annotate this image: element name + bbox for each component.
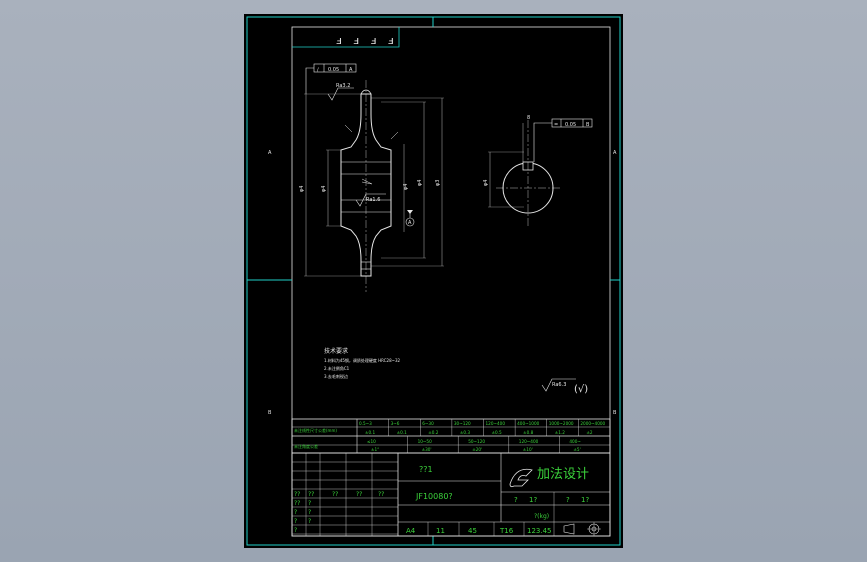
- weld-symbols: ⅎ ⅎ ⅎ ⅎ: [336, 34, 398, 47]
- title-grid-mark: ??: [332, 491, 338, 498]
- sheet-size: A4: [406, 527, 416, 535]
- notes-title: 技术要求: [324, 347, 348, 355]
- scale-mark-1: ?: [514, 496, 518, 504]
- dim-label-3: φ4: [403, 184, 409, 190]
- part-name: ??1: [419, 465, 433, 474]
- tol-row1-range: 1000~2000: [549, 421, 574, 426]
- datum-a-marker: [405, 217, 415, 227]
- tol-row1-label: 未注线性尺寸公差(mm): [294, 427, 337, 433]
- tol-row1-range: 2000~4000: [580, 421, 605, 426]
- weight-label: ?(kg): [534, 513, 549, 520]
- title-grid-mark: ?: [294, 509, 297, 516]
- logo-icon: [509, 468, 533, 488]
- dim-label-5: φ3: [435, 180, 441, 186]
- projection-symbol: [563, 523, 575, 535]
- tolerance-value-left: 0.05: [328, 67, 339, 73]
- notes-line-2: 2.未注倒角C1: [324, 365, 350, 371]
- tol-row1-value: ±0.3: [460, 430, 471, 435]
- inner-frame: [291, 26, 611, 537]
- part-outline: [340, 93, 392, 277]
- tol-row2-value: ±1°: [371, 447, 379, 452]
- tolerance-value-right: 0.05: [565, 122, 576, 128]
- logo-text: 加法设计: [537, 467, 589, 482]
- tolerance-table: 未注线性尺寸公差(mm) 未注角度公差 0.5~3 ±0.1 3~6 ±0.1 6~30…: [291, 418, 611, 454]
- tol-row2-range: ≤10: [367, 439, 376, 444]
- dim-label-6: φ4: [483, 180, 489, 186]
- title-block: ?????????????????? ??1 JF10080? 加法设计 ? 1…: [291, 452, 611, 537]
- tol-row1-value: ±1.2: [555, 430, 566, 435]
- drawing-number: JF10080?: [415, 492, 453, 501]
- drawing-sheet: A A B B ⅎ ⅎ ⅎ ⅎ ∕ 0.05 A Ra3.2: [244, 14, 623, 548]
- scale-mark-2: 1?: [529, 496, 537, 504]
- bottom-cell-5: 123.45: [527, 527, 552, 535]
- title-grid-mark: ?: [308, 518, 311, 525]
- tol-row1-range: 6~30: [422, 421, 434, 426]
- roughness-general-label: Ra6.3: [552, 382, 566, 388]
- scale-mark-4: 1?: [581, 496, 589, 504]
- tolerance-datum-right: B: [586, 122, 590, 128]
- title-grid-mark: ??: [294, 491, 300, 498]
- tol-row2-label: 未注角度公差: [294, 443, 318, 449]
- tol-row1-range: 400~1000: [517, 421, 539, 426]
- tol-row2-range: 120~400: [519, 439, 539, 444]
- title-grid-mark: ??: [294, 500, 300, 507]
- tol-row2-range: 50~120: [468, 439, 485, 444]
- title-grid-mark: ?: [294, 518, 297, 525]
- drawing-canvas: A A B B ⅎ ⅎ ⅎ ⅎ ∕ 0.05 A Ra3.2: [246, 16, 621, 546]
- bottom-cell-3: 45: [468, 527, 477, 535]
- dim-label-1: φ4: [299, 186, 305, 192]
- tol-row2-value: ±20': [472, 447, 482, 452]
- outer-frame: [246, 16, 621, 546]
- scale-mark-3: ?: [566, 496, 570, 504]
- tol-row2-value: ±30': [422, 447, 432, 452]
- roughness-mid-label: Ra1.6: [366, 197, 380, 203]
- title-grid-mark: ??: [378, 491, 384, 498]
- roughness-general-symbol: [541, 378, 576, 392]
- dim-label-key: 8: [527, 115, 530, 121]
- tol-row1-value: ±0.8: [523, 430, 534, 435]
- tol-row2-range: 400~: [569, 439, 581, 444]
- notes-line-3: 3.去毛刺锐边: [324, 373, 348, 379]
- tol-row1-value: ±2: [586, 430, 593, 435]
- tol-row1-value: ±0.2: [428, 430, 439, 435]
- dim-label-2: φ4: [321, 186, 327, 192]
- zone-mark-right-b: B: [613, 410, 617, 416]
- tolerance-symbol-left: ∕: [317, 67, 319, 73]
- roughness-symbol-mid: [355, 193, 386, 207]
- datum-a-label: A: [408, 220, 412, 226]
- tol-row1-range: 0.5~3: [359, 421, 372, 426]
- tol-row1-range: 120~400: [486, 421, 506, 426]
- notes-line-1: 1.材料为45钢，调质处理硬度 HRC28~32: [324, 357, 401, 363]
- zone-mark-left-b: B: [268, 410, 272, 416]
- symbol-box: [292, 27, 400, 48]
- front-view: ∕ 0.05 A Ra3.2 φ4 φ4: [299, 63, 444, 292]
- tol-row1-value: ±0.1: [365, 430, 376, 435]
- tol-row1-range: 3~6: [391, 421, 400, 426]
- title-grid-mark: ??: [356, 491, 362, 498]
- tol-row1-value: ±0.5: [492, 430, 503, 435]
- tol-row2-range: 10~50: [418, 439, 433, 444]
- dim-label-4: φ4: [417, 180, 423, 186]
- roughness-paren: (√): [574, 384, 588, 395]
- tol-row1-value: ±0.1: [397, 430, 408, 435]
- tolerance-datum-left: A: [349, 67, 353, 73]
- zone-mark-left-a: A: [268, 150, 272, 156]
- title-grid-mark: ?: [308, 500, 311, 507]
- title-grid-mark: ??: [308, 491, 314, 498]
- tol-row2-value: ±10': [523, 447, 533, 452]
- zone-mark-right-a: A: [613, 150, 617, 156]
- roughness-top-label: Ra3.2: [336, 83, 350, 89]
- section-view: = 0.05 B 8 φ4: [483, 115, 593, 228]
- bottom-cell-4: T16: [499, 527, 514, 535]
- title-grid-mark: ?: [308, 509, 311, 516]
- title-grid-mark: ?: [294, 527, 297, 534]
- bottom-cell-2: 11: [436, 527, 445, 535]
- tolerance-symbol-right: =: [554, 122, 558, 128]
- technical-notes: 技术要求 1.材料为45钢，调质处理硬度 HRC28~32 2.未注倒角C1 3…: [324, 347, 588, 395]
- tol-row2-value: ±5': [573, 447, 580, 452]
- tol-row1-range: 30~120: [454, 421, 471, 426]
